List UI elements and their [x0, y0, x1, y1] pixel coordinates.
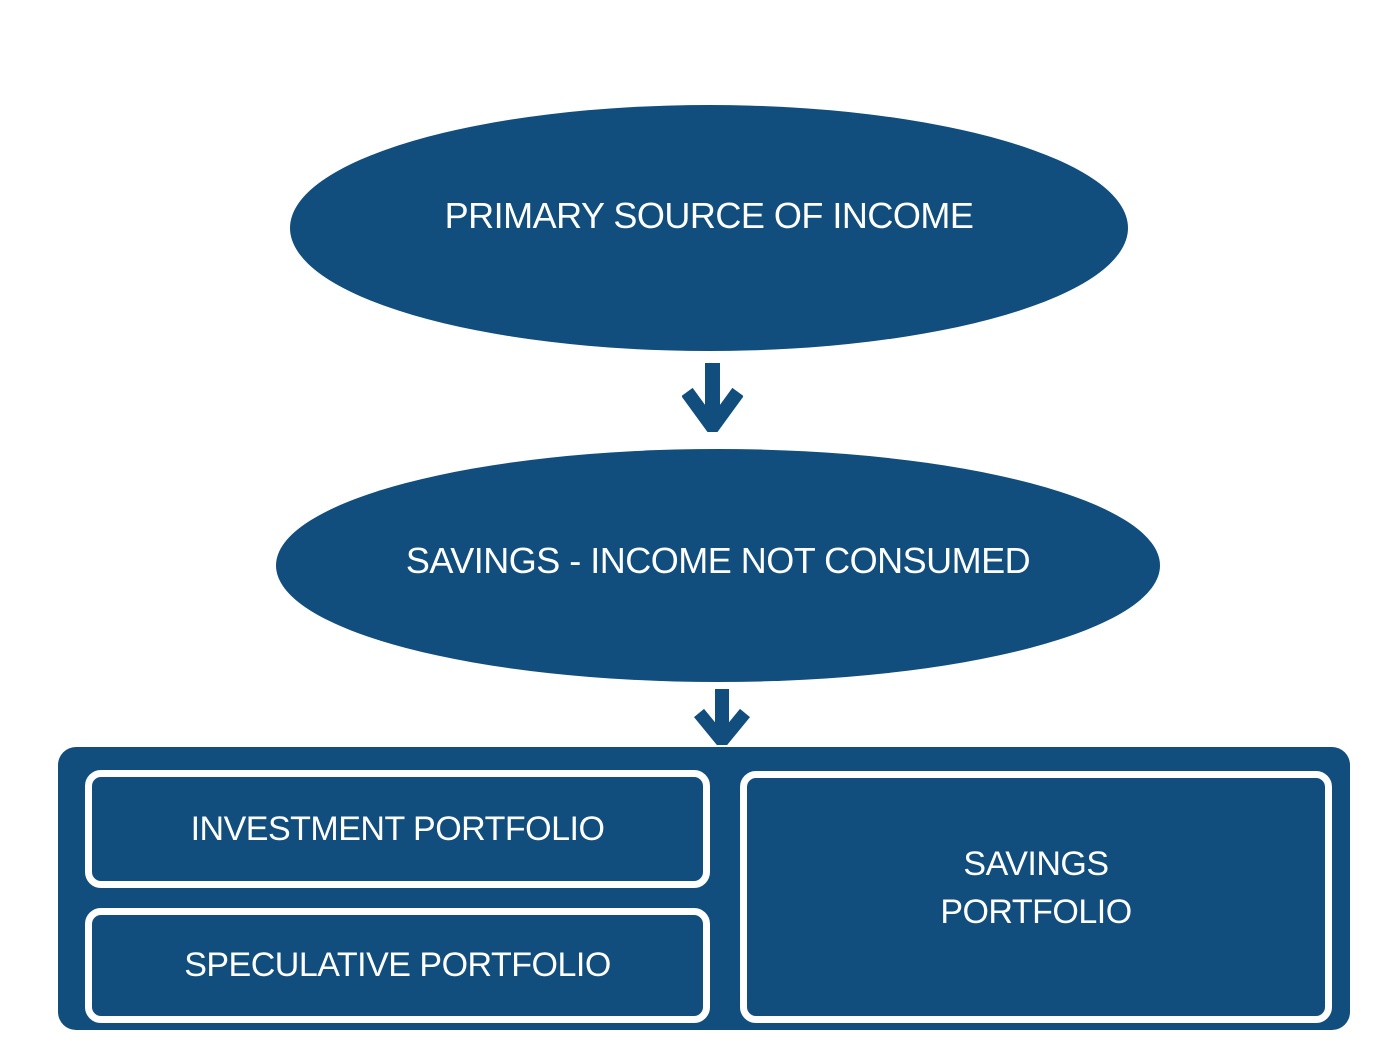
node-label: SPECULATIVE PORTFOLIO	[184, 946, 611, 985]
down-arrow-icon	[682, 361, 743, 432]
node-label: SAVINGS PORTFOLIO	[940, 844, 1132, 931]
node-speculative-portfolio: SPECULATIVE PORTFOLIO	[85, 908, 710, 1023]
node-investment-portfolio: INVESTMENT PORTFOLIO	[85, 770, 710, 888]
node-label: PRIMARY SOURCE OF INCOME	[444, 195, 974, 237]
node-label: SAVINGS - INCOME NOT CONSUMED	[405, 539, 1031, 581]
node-label: INVESTMENT PORTFOLIO	[190, 809, 605, 848]
node-primary-source-of-income: PRIMARY SOURCE OF INCOME	[290, 105, 1128, 351]
down-arrow-icon	[694, 687, 750, 745]
node-savings-income-not-consumed: SAVINGS - INCOME NOT CONSUMED	[276, 449, 1160, 682]
node-savings-portfolio: SAVINGS PORTFOLIO	[740, 771, 1332, 1023]
